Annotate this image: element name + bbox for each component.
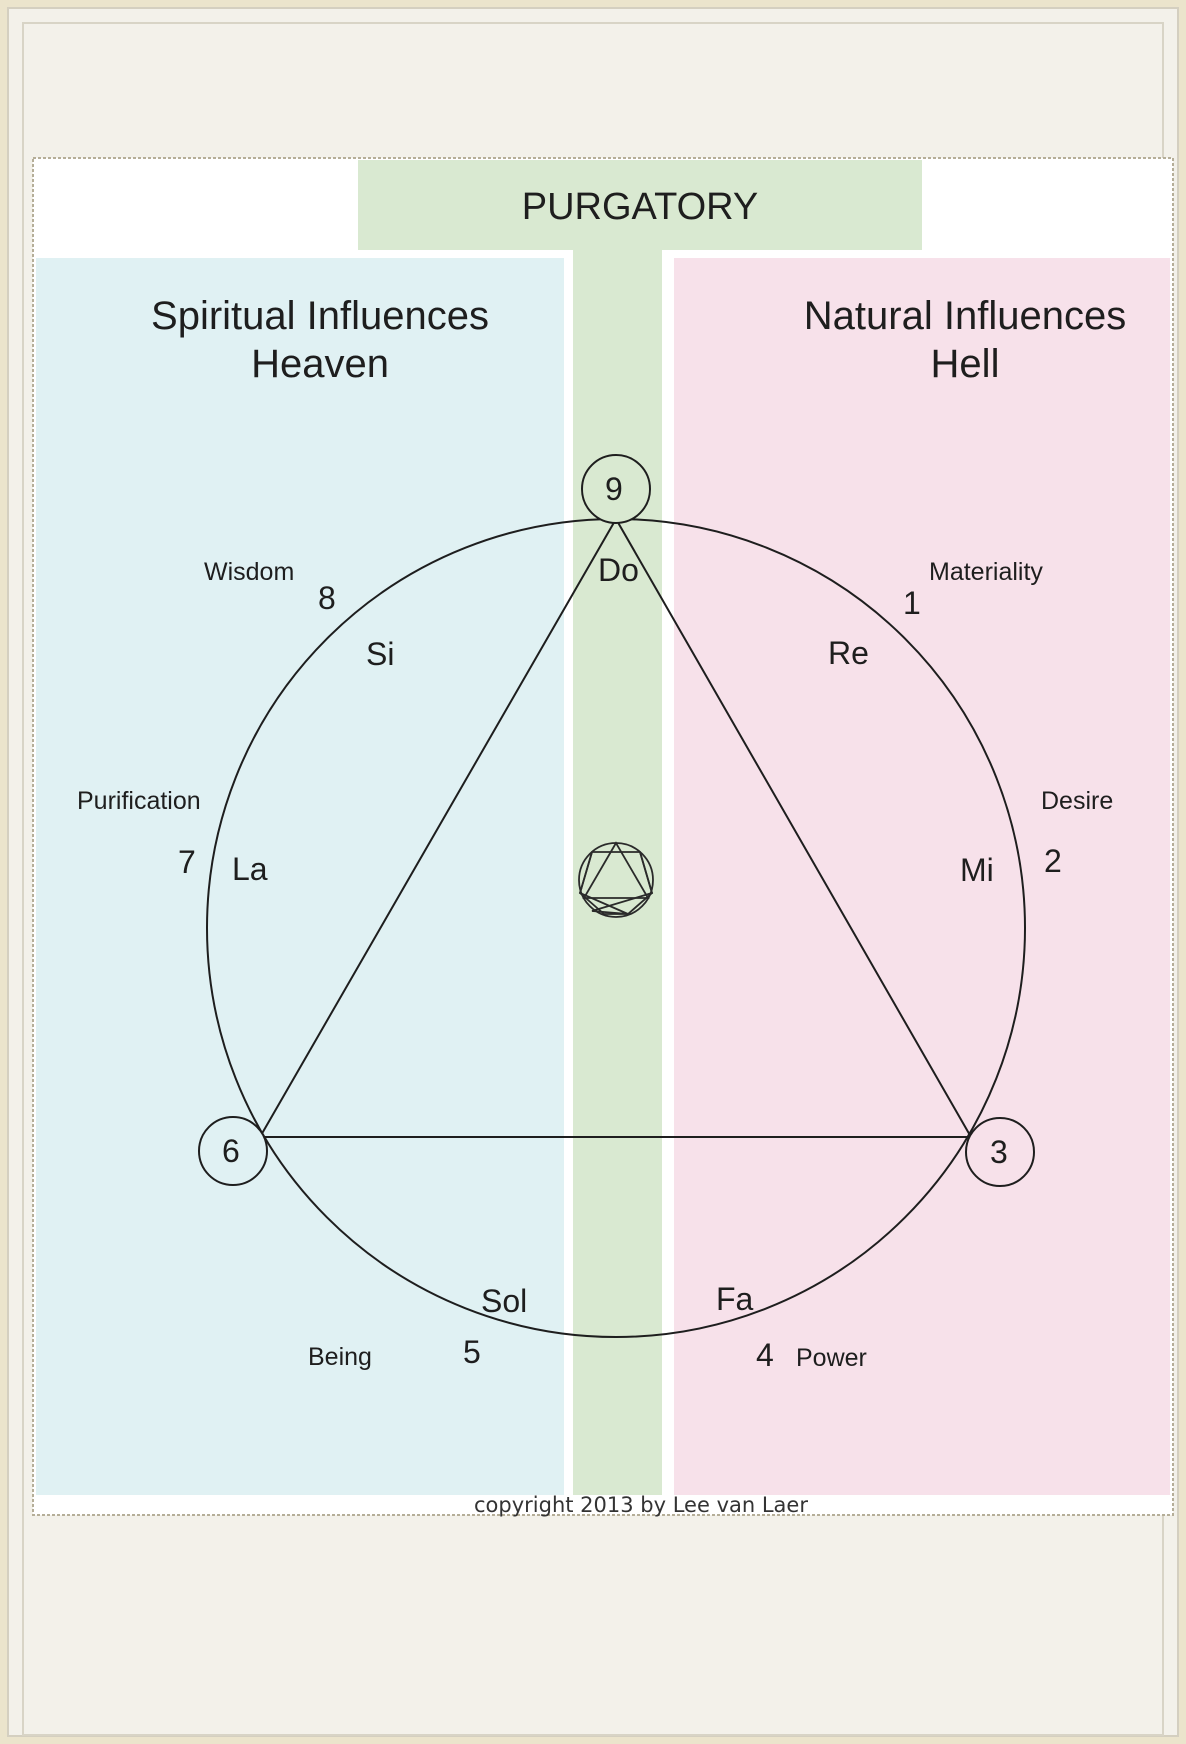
point-1-number: 1 [903, 585, 921, 621]
triangle [258, 516, 973, 1138]
point-7-note: La [232, 851, 268, 887]
point-1-label: Materiality [929, 558, 1043, 586]
point-5-label: Being [308, 1343, 372, 1371]
point-5-note: Sol [481, 1283, 528, 1319]
point-9-circle [581, 454, 651, 524]
point-8-note: Si [366, 636, 395, 672]
point-7-number: 7 [178, 844, 196, 880]
left-panel-title-line1: Spiritual Influences [151, 294, 489, 338]
point-5-number: 5 [463, 1334, 481, 1370]
left-panel-title: Spiritual Influences Heaven [110, 292, 530, 388]
enneagram-icon [578, 841, 654, 918]
right-panel [674, 258, 1170, 1495]
point-8-number: 8 [318, 580, 336, 616]
right-panel-title: Natural Influences Hell [765, 292, 1165, 388]
header-title: PURGATORY [521, 186, 759, 228]
point-2-number: 2 [1044, 843, 1062, 879]
point-3-circle [965, 1117, 1035, 1187]
point-6-number: 6 [222, 1133, 240, 1169]
point-4-number: 4 [756, 1337, 774, 1373]
point-6-circle [198, 1116, 268, 1186]
point-2-note: Mi [960, 852, 994, 888]
point-2-label: Desire [1041, 787, 1114, 815]
header-band [358, 160, 922, 250]
point-3-number: 3 [990, 1134, 1008, 1170]
point-9-number: 9 [605, 471, 623, 507]
point-8-label: Wisdom [204, 558, 295, 586]
point-4-label: Power [796, 1344, 867, 1372]
right-panel-title-line2: Hell [930, 342, 1000, 386]
point-9-note: Do [598, 552, 639, 588]
copyright-text: copyright 2013 by Lee van Laer [474, 1493, 808, 1517]
point-1-note: Re [828, 635, 869, 671]
left-panel-title-line2: Heaven [251, 342, 389, 386]
point-7-label: Purification [77, 787, 201, 815]
left-panel [36, 258, 564, 1495]
point-4-note: Fa [716, 1281, 754, 1317]
right-panel-title-line1: Natural Influences [803, 294, 1127, 338]
